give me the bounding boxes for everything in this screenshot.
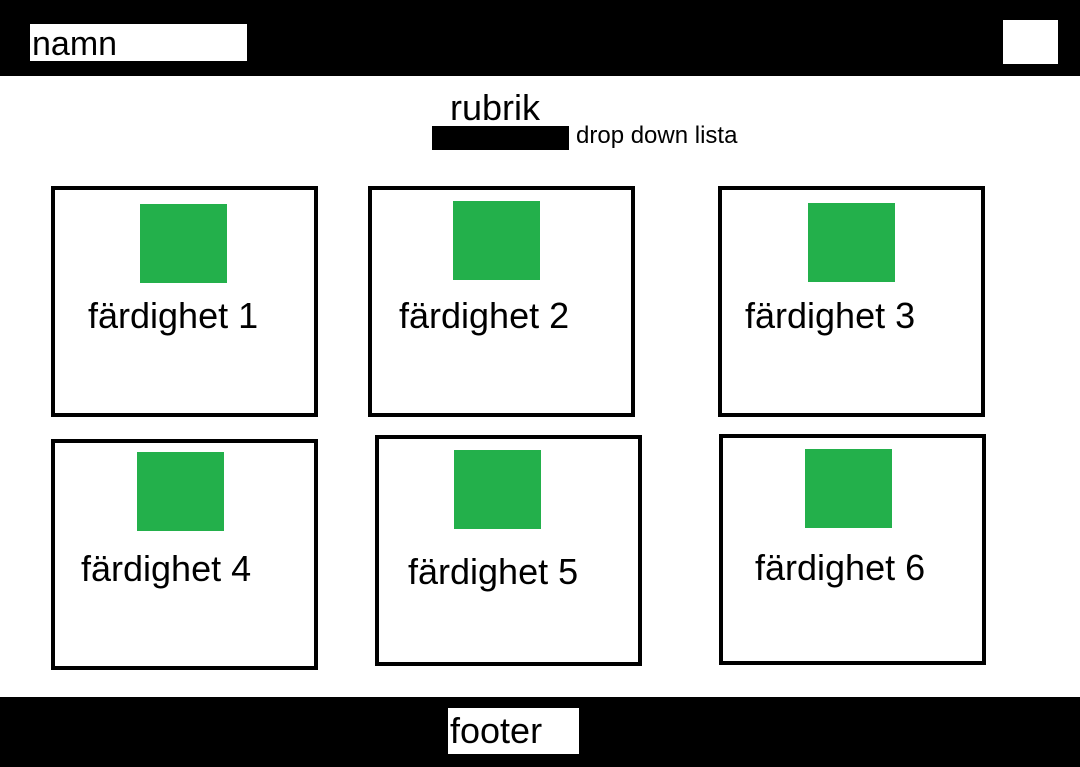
name-field-notch [175, 61, 247, 67]
skill-label: färdighet 3 [745, 295, 916, 336]
skill-thumbnail [137, 452, 224, 531]
footer-bar: footer [0, 697, 1080, 767]
skill-card-1[interactable]: färdighet 1 [51, 186, 318, 417]
skill-card-6[interactable]: färdighet 6 [719, 434, 986, 665]
skill-thumbnail [454, 450, 541, 529]
skill-thumbnail [453, 201, 540, 280]
skill-card-4[interactable]: färdighet 4 [51, 439, 318, 670]
header-bar: namn [0, 0, 1080, 76]
skill-thumbnail [805, 449, 892, 528]
dropdown-list[interactable] [432, 126, 569, 150]
footer-box [448, 708, 579, 754]
skill-label: färdighet 2 [399, 295, 570, 336]
skill-thumbnail [808, 203, 895, 282]
skill-label: färdighet 5 [408, 551, 579, 592]
skill-card-5[interactable]: färdighet 5 [375, 435, 642, 666]
skill-card-3[interactable]: färdighet 3 [718, 186, 985, 417]
skill-label: färdighet 6 [755, 547, 926, 588]
header-right-box[interactable] [1003, 20, 1058, 64]
skill-label: färdighet 1 [88, 295, 259, 336]
name-label: namn [32, 25, 118, 63]
dropdown-label: drop down lista [576, 122, 738, 149]
skill-label: färdighet 4 [81, 548, 252, 589]
page-title: rubrik [450, 87, 541, 128]
skill-card-2[interactable]: färdighet 2 [368, 186, 635, 417]
skill-thumbnail [140, 204, 227, 283]
footer-label: footer [450, 710, 543, 751]
name-field[interactable] [30, 24, 247, 67]
